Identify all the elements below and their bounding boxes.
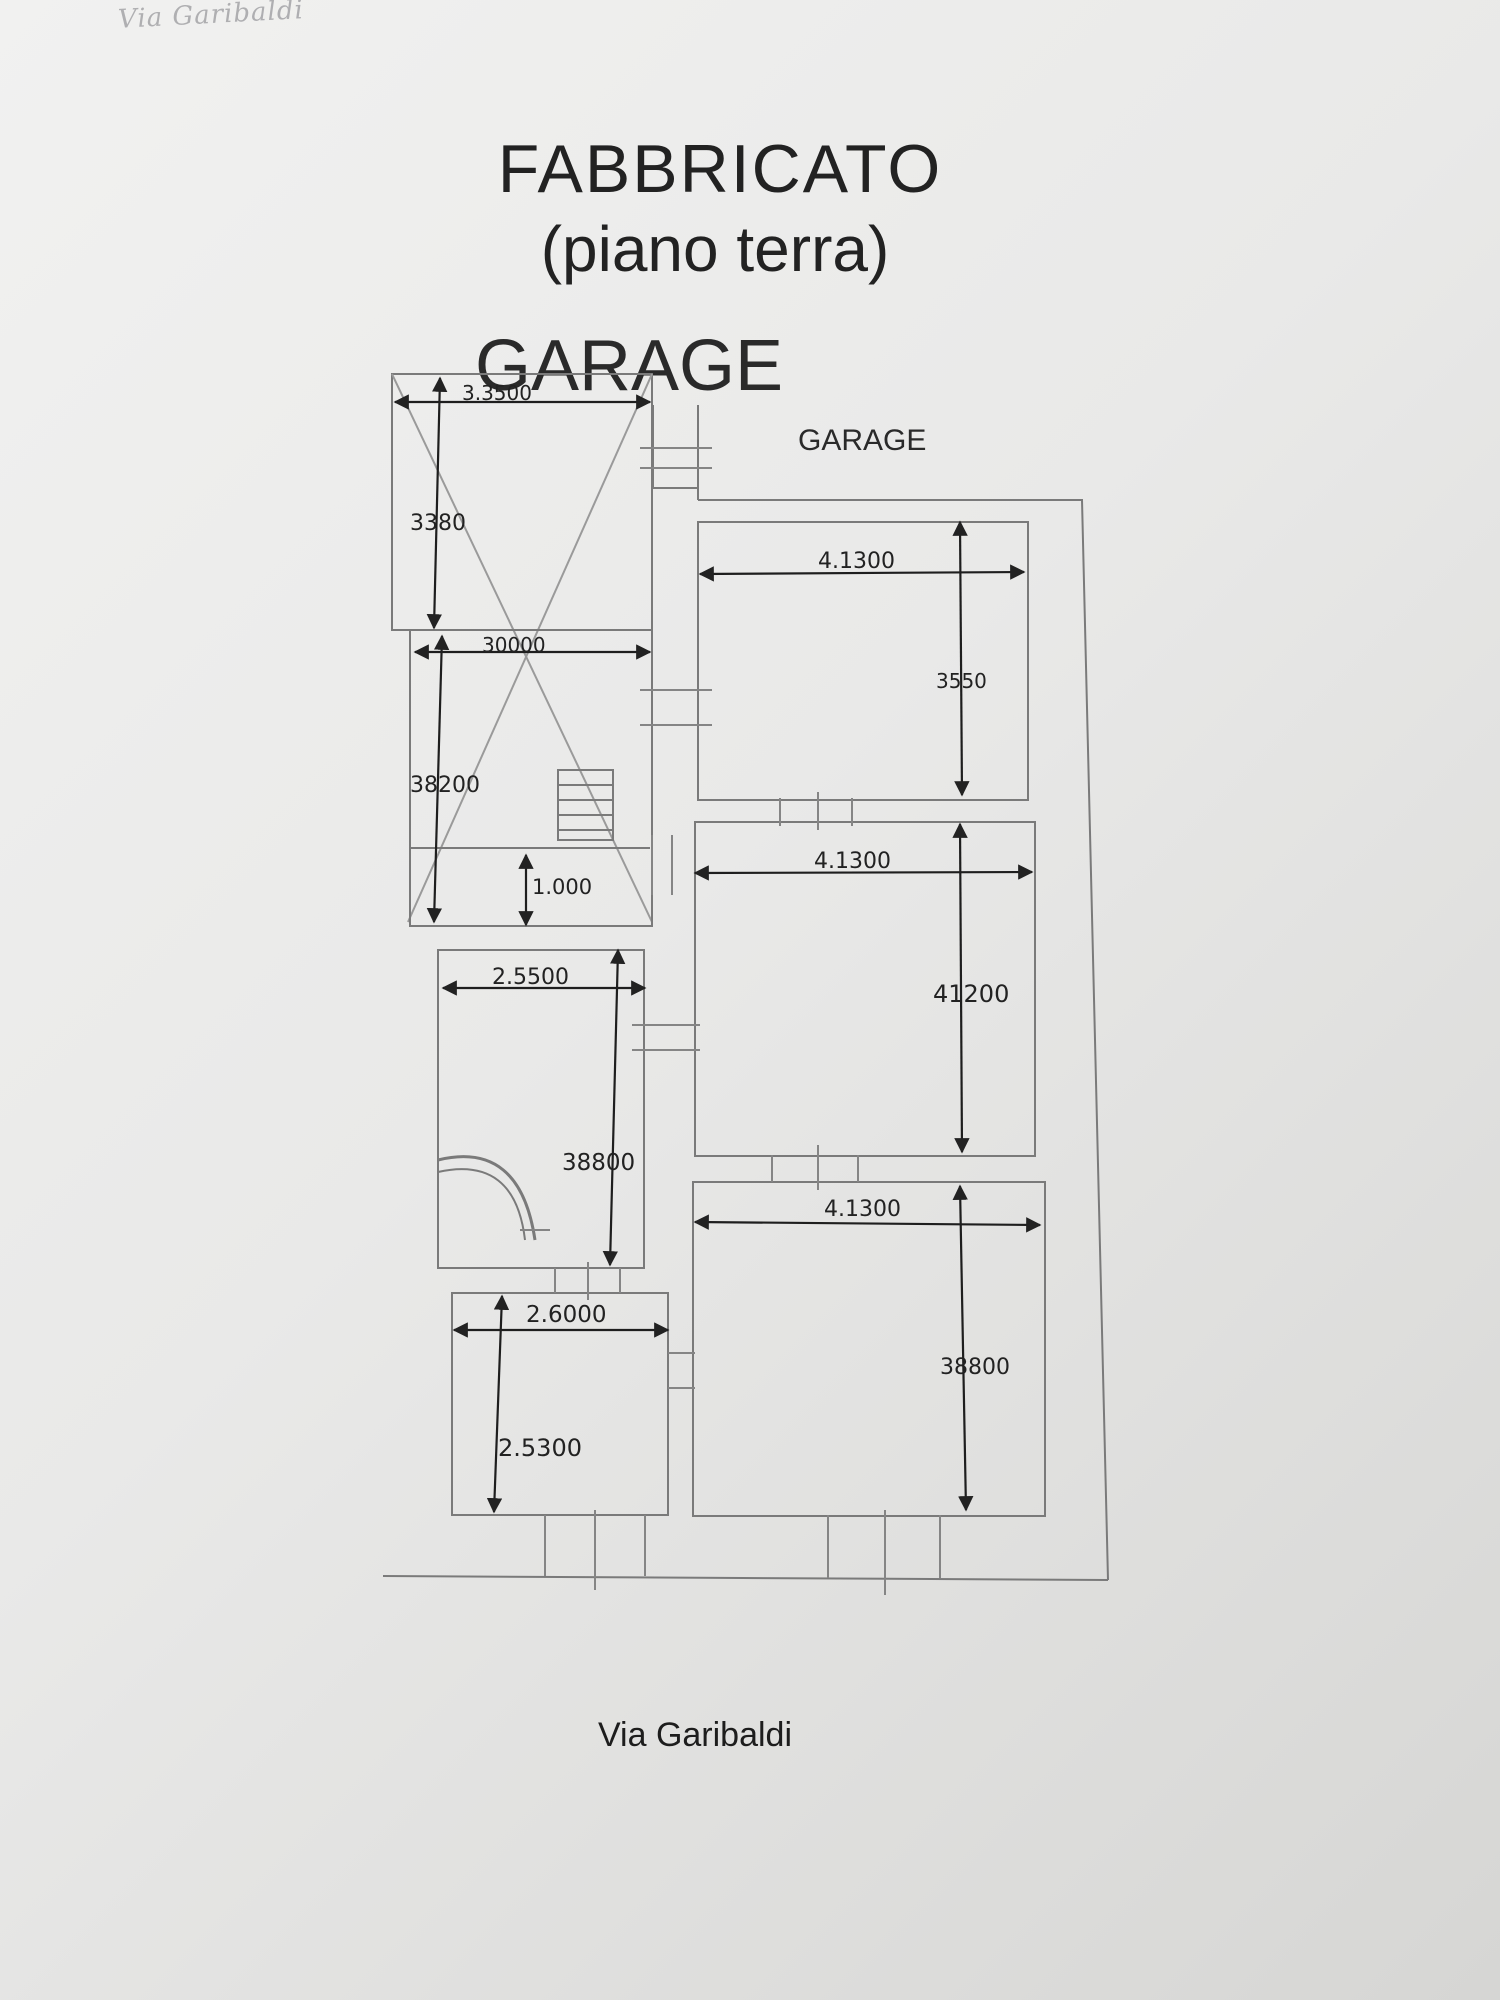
room-top-left [391,373,653,631]
label-right-bottom-width: 4.1300 [824,1197,901,1222]
dim-top-height [426,376,448,630]
outer-wall [698,499,1109,1581]
label-right-top-width: 4.1300 [818,549,895,574]
label-third-height: 38800 [562,1150,635,1176]
dim-bottom-left-height [486,1294,510,1514]
openings [520,447,941,1595]
label-bottom-left-height: 2.5300 [498,1434,582,1462]
room-third-left [437,949,645,1269]
dim-third-height [602,948,626,1267]
label-right-bottom-height: 38800 [940,1355,1010,1380]
room-right-top [697,521,1029,801]
base-line [382,1575,1109,1581]
street-label: Via Garibaldi [597,1716,793,1754]
label-right-mid-width: 4.1300 [814,849,891,874]
page-header: FABBRICATO (piano terra) [0,130,1500,286]
dimension-labels: 3.3500 3380 30000 38200 1.000 2.5500 388… [410,381,1010,1462]
dim-right-top-width [698,564,1026,582]
label-right-top-height: 3550 [936,669,987,693]
room-right-bottom [692,1181,1046,1517]
dim-right-bottom-width [693,1214,1042,1233]
label-right-mid-height: 41200 [933,980,1009,1008]
dim-second-height [426,634,450,924]
label-second-width: 30000 [482,633,546,657]
page-subtitle: (piano terra) [540,213,890,285]
corridor-wall [652,405,698,489]
room-right-mid [694,821,1036,1157]
shower-arc [437,1155,537,1241]
label-step-height: 1.000 [532,875,592,899]
label-top-width: 3.3500 [462,381,532,405]
dimension-arrows [393,376,1042,1514]
ghost-garage-text: GARAGE [475,326,783,406]
label-top-height: 3380 [410,511,466,536]
label-third-width: 2.5500 [492,965,569,990]
dim-right-top-height [952,520,970,797]
page-title: FABBRICATO [497,131,943,207]
garage-label: GARAGE [798,424,926,457]
label-second-height: 38200 [410,773,480,798]
dim-right-bottom-height [952,1184,974,1512]
label-bottom-left-width: 2.6000 [526,1302,606,1328]
dim-right-mid-height [952,822,970,1154]
dim-right-mid-width [693,864,1034,881]
stairs [557,769,614,841]
room-bottom-left [451,1292,669,1516]
